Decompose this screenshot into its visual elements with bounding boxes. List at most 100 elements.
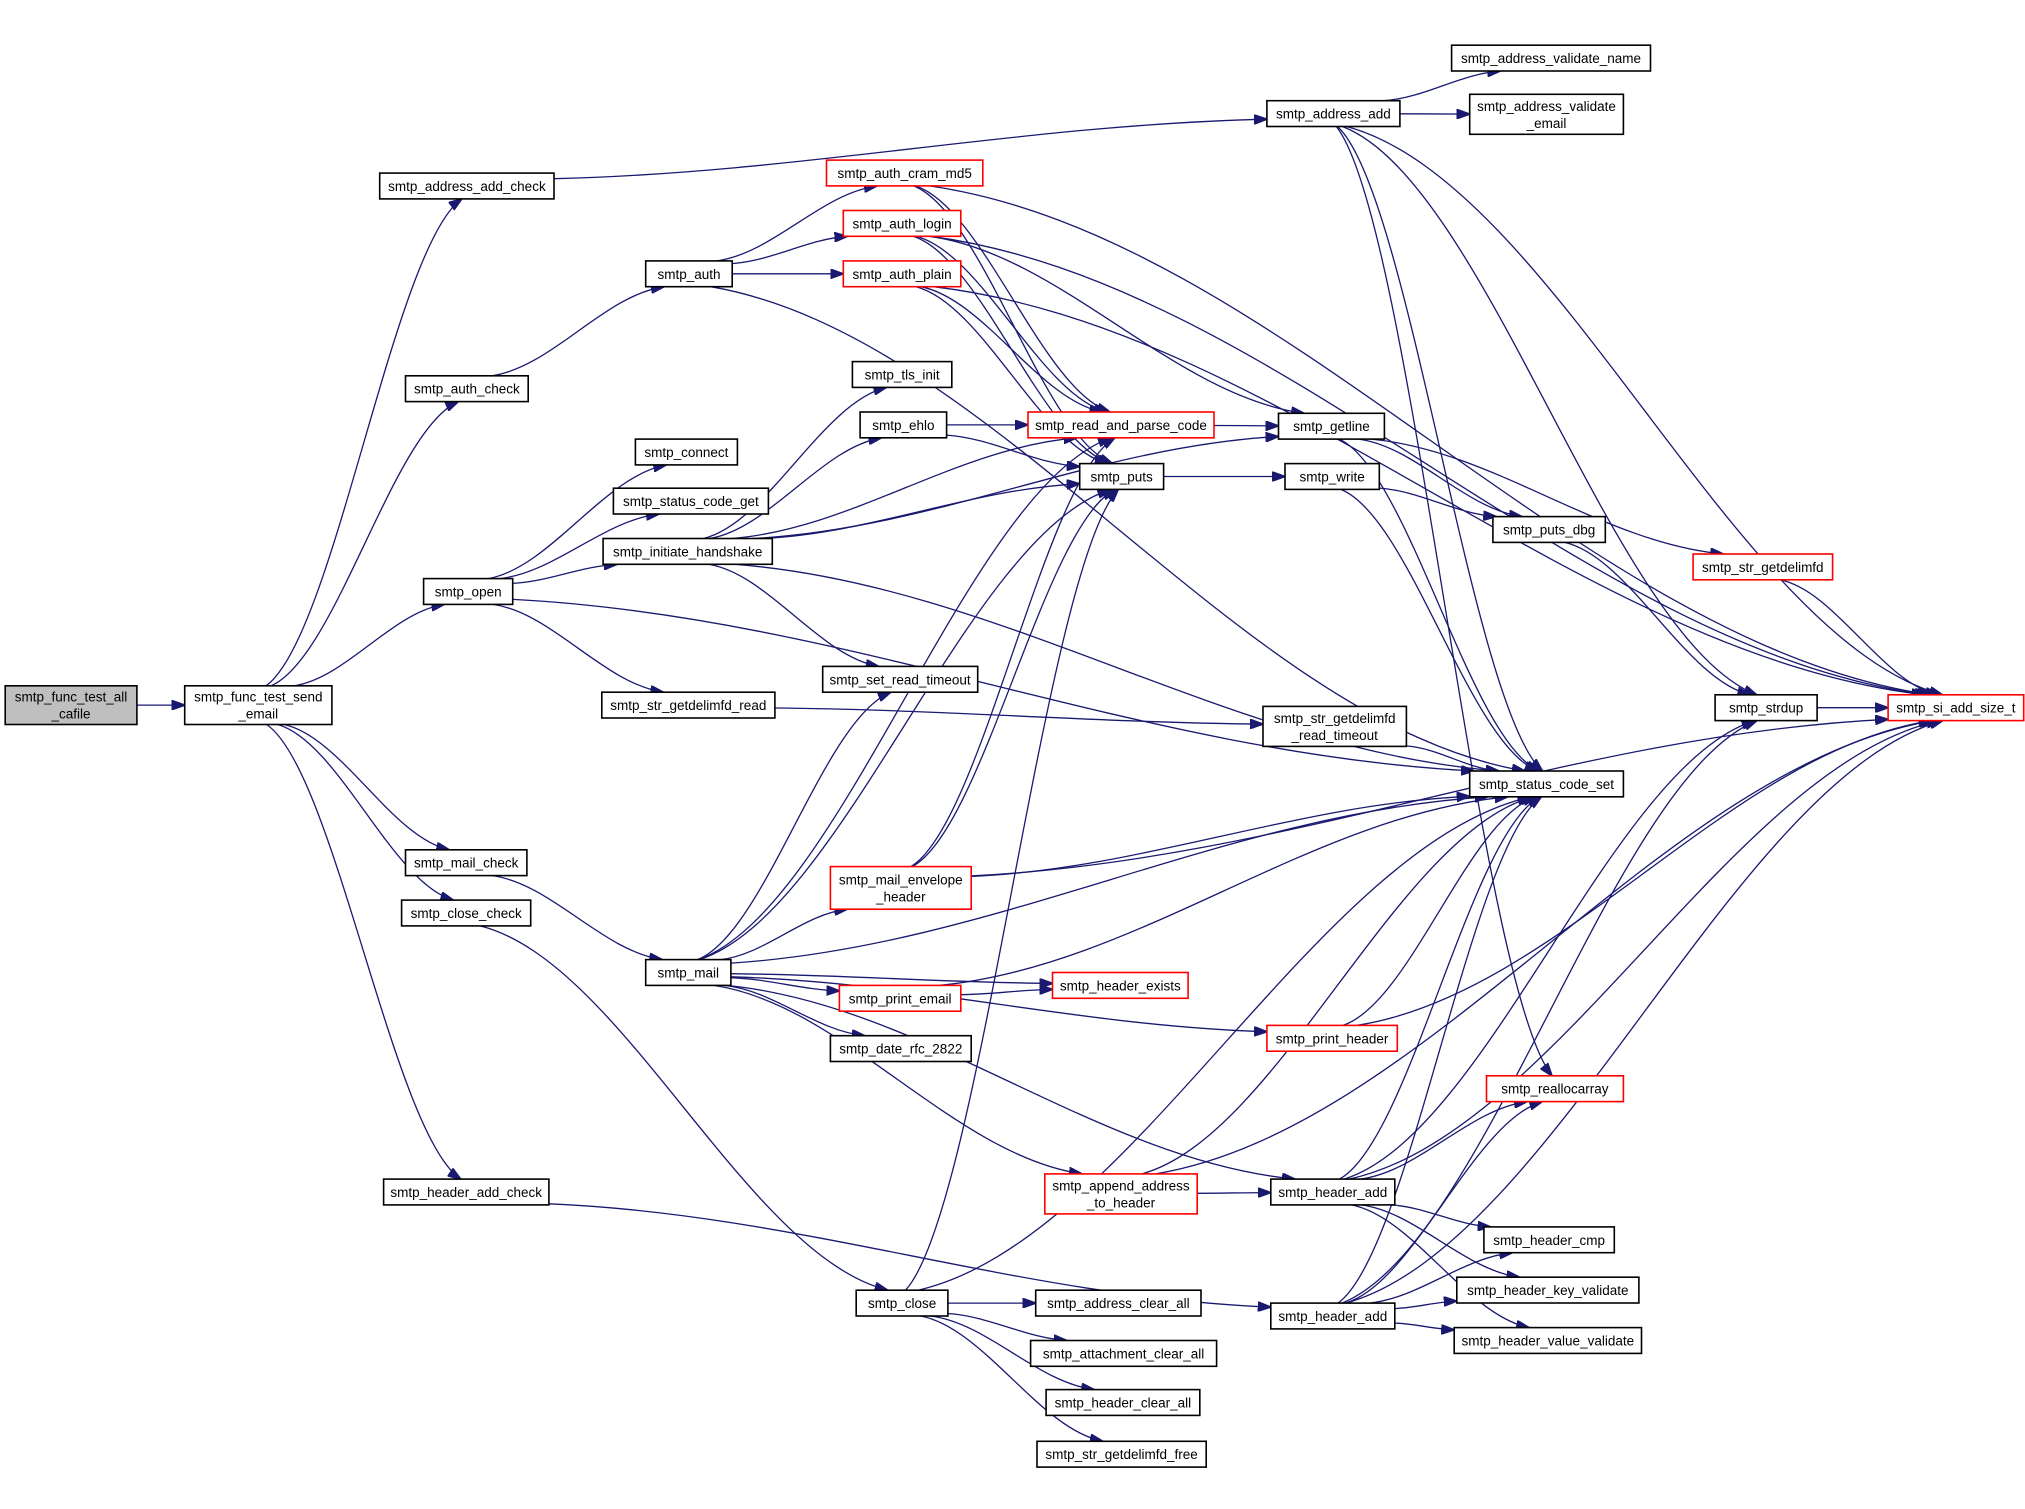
node-status-code-set[interactable]: smtp_status_code_set	[1468, 770, 1625, 798]
call-edge-address_add-to-address_validate_name	[1383, 71, 1500, 102]
edge-path	[960, 989, 1053, 996]
call-edge-close-to-status_code_set	[917, 797, 1530, 1291]
node-str-getdelimfd-read-timeout[interactable]: smtp_str_getdelimfd_read_timeout	[1262, 705, 1408, 748]
node-auth-cram-md5[interactable]: smtp_auth_cram_md5	[825, 159, 984, 187]
node-close[interactable]: smtp_close	[855, 1289, 949, 1317]
node-auth[interactable]: smtp_auth	[644, 260, 734, 288]
edge-path	[911, 490, 1114, 868]
call-edge-header_add_1-to-strdup	[1344, 721, 1754, 1180]
node-initiate-handshake[interactable]: smtp_initiate_handshake	[602, 537, 774, 566]
node-si-add-size-t[interactable]: smtp_si_add_size_t	[1887, 693, 2025, 722]
node-append-address-to-header[interactable]: smtp_append_address_to_header	[1044, 1173, 1199, 1215]
node-header-value-validate[interactable]: smtp_header_value_validate	[1453, 1326, 1643, 1355]
node-label: smtp_header_add_check	[390, 1185, 542, 1200]
node-tls-init[interactable]: smtp_tls_init	[851, 360, 953, 389]
node-label: smtp_set_read_timeout	[830, 672, 971, 687]
node-connect[interactable]: smtp_connect	[634, 438, 739, 466]
node-label: smtp_tls_init	[865, 368, 940, 383]
node-cafile[interactable]: smtp_func_test_all_cafile	[4, 684, 138, 726]
edge-path	[698, 438, 1111, 961]
node-mail-check[interactable]: smtp_mail_check	[404, 848, 528, 877]
node-header-exists[interactable]: smtp_header_exists	[1051, 971, 1189, 1000]
edge-path	[480, 925, 888, 1290]
node-address-clear-all[interactable]: smtp_address_clear_all	[1034, 1289, 1202, 1317]
edge-path	[905, 490, 1119, 1291]
node-address-add[interactable]: smtp_address_add	[1266, 99, 1401, 128]
call-edge-mail-to-header_exists	[730, 973, 1053, 984]
node-open[interactable]: smtp_open	[422, 577, 514, 606]
call-edge-address_add-to-si_add_size_t	[1346, 125, 1942, 695]
node-address-add-check[interactable]: smtp_address_add_check	[378, 172, 555, 200]
node-puts-dbg[interactable]: smtp_puts_dbg	[1492, 515, 1607, 544]
node-header-add-2[interactable]: smtp_header_add	[1270, 1302, 1396, 1330]
node-date-rfc-2822[interactable]: smtp_date_rfc_2822	[829, 1034, 973, 1063]
edge-path	[493, 603, 663, 692]
node-attachment-clear-all[interactable]: smtp_attachment_clear_all	[1029, 1339, 1218, 1368]
node-puts[interactable]: smtp_puts	[1078, 462, 1165, 491]
edge-path	[1339, 797, 1540, 1180]
node-strdup[interactable]: smtp_strdup	[1714, 693, 1818, 722]
node-label: smtp_puts	[1090, 470, 1153, 485]
edge-path	[939, 797, 1508, 987]
call-edge-header_add_1-to-header_key_validate	[1361, 1204, 1519, 1277]
edge-path	[697, 692, 891, 961]
node-write[interactable]: smtp_write	[1284, 462, 1381, 491]
node-box	[855, 1289, 949, 1317]
node-auth-plain[interactable]: smtp_auth_plain	[842, 260, 962, 288]
call-edge-open-to-initiate_handshake	[512, 564, 617, 585]
node-auth-check[interactable]: smtp_auth_check	[404, 374, 529, 403]
call-edge-initiate_handshake-to-status_code_set	[735, 563, 1498, 771]
node-address-validate-email[interactable]: smtp_address_validate_email	[1468, 93, 1625, 136]
node-print-email[interactable]: smtp_print_email	[838, 984, 962, 1013]
call-edge-mail-to-header_add_1	[726, 984, 1295, 1179]
node-getline[interactable]: smtp_getline	[1277, 412, 1386, 440]
node-str-getdelimfd-free[interactable]: smtp_str_getdelimfd_free	[1036, 1440, 1207, 1468]
node-box	[1270, 1302, 1396, 1330]
node-header-key-validate[interactable]: smtp_header_key_validate	[1456, 1276, 1640, 1304]
node-mail-envelope-header[interactable]: smtp_mail_envelope_header	[829, 865, 973, 910]
node-box	[378, 172, 555, 200]
edge-path	[491, 287, 664, 377]
call-edge-header_add_2-to-header_key_validate	[1394, 1301, 1457, 1310]
node-header-add-check[interactable]: smtp_header_add_check	[382, 1178, 550, 1206]
node-str-getdelimfd[interactable]: smtp_str_getdelimfd	[1692, 553, 1834, 581]
edge-path	[920, 1315, 1103, 1441]
node-print-header[interactable]: smtp_print_header	[1266, 1024, 1399, 1053]
node-set-read-timeout[interactable]: smtp_set_read_timeout	[821, 665, 979, 694]
edge-path	[947, 1312, 1067, 1341]
node-label: smtp_address_clear_all	[1047, 1296, 1190, 1311]
edge-path	[1383, 71, 1500, 102]
node-address-validate-name[interactable]: smtp_address_validate_name	[1450, 44, 1652, 72]
node-header-cmp[interactable]: smtp_header_cmp	[1483, 1226, 1616, 1254]
call-edge-append_address_to_header-to-si_add_size_t	[1155, 721, 1933, 1175]
edge-path	[1371, 438, 1723, 554]
call-edge-close_check-to-close	[480, 925, 888, 1290]
node-label: smtp_print_email	[849, 991, 952, 1006]
edge-path	[1342, 797, 1536, 1027]
node-box	[612, 487, 770, 515]
node-status-code-get[interactable]: smtp_status_code_get	[612, 487, 770, 515]
node-mail[interactable]: smtp_mail	[644, 958, 732, 987]
node-label: smtp_header_add	[1278, 1309, 1387, 1324]
node-auth-login[interactable]: smtp_auth_login	[842, 209, 962, 238]
node-close-check[interactable]: smtp_close_check	[400, 899, 532, 927]
call-edge-auth_cram_md5-to-puts	[913, 185, 1113, 464]
node-reallocarray[interactable]: smtp_reallocarray	[1485, 1075, 1625, 1103]
node-send-email[interactable]: smtp_func_test_send_email	[183, 684, 333, 726]
node-box	[1456, 1276, 1640, 1304]
node-str-getdelimfd-read[interactable]: smtp_str_getdelimfd_read	[600, 691, 776, 719]
call-edge-send_email-to-header_add_check	[266, 723, 461, 1180]
node-header-add-1[interactable]: smtp_header_add	[1270, 1178, 1396, 1206]
edge-path	[553, 119, 1267, 180]
node-header-clear-all[interactable]: smtp_header_clear_all	[1045, 1388, 1201, 1417]
node-read-and-parse-code[interactable]: smtp_read_and_parse_code	[1027, 411, 1215, 439]
node-box	[829, 1034, 973, 1063]
node-label: smtp_str_getdelimfd	[1274, 711, 1396, 726]
call-edge-auth_plain-to-puts	[915, 286, 1108, 464]
node-ehlo[interactable]: smtp_ehlo	[859, 411, 948, 439]
node-box	[1692, 553, 1834, 581]
edge-path	[731, 438, 1077, 540]
call-edge-header_add_1-to-header_value_validate	[1351, 1204, 1530, 1328]
edge-path	[915, 235, 1107, 412]
node-label: smtp_attachment_clear_all	[1043, 1346, 1204, 1361]
